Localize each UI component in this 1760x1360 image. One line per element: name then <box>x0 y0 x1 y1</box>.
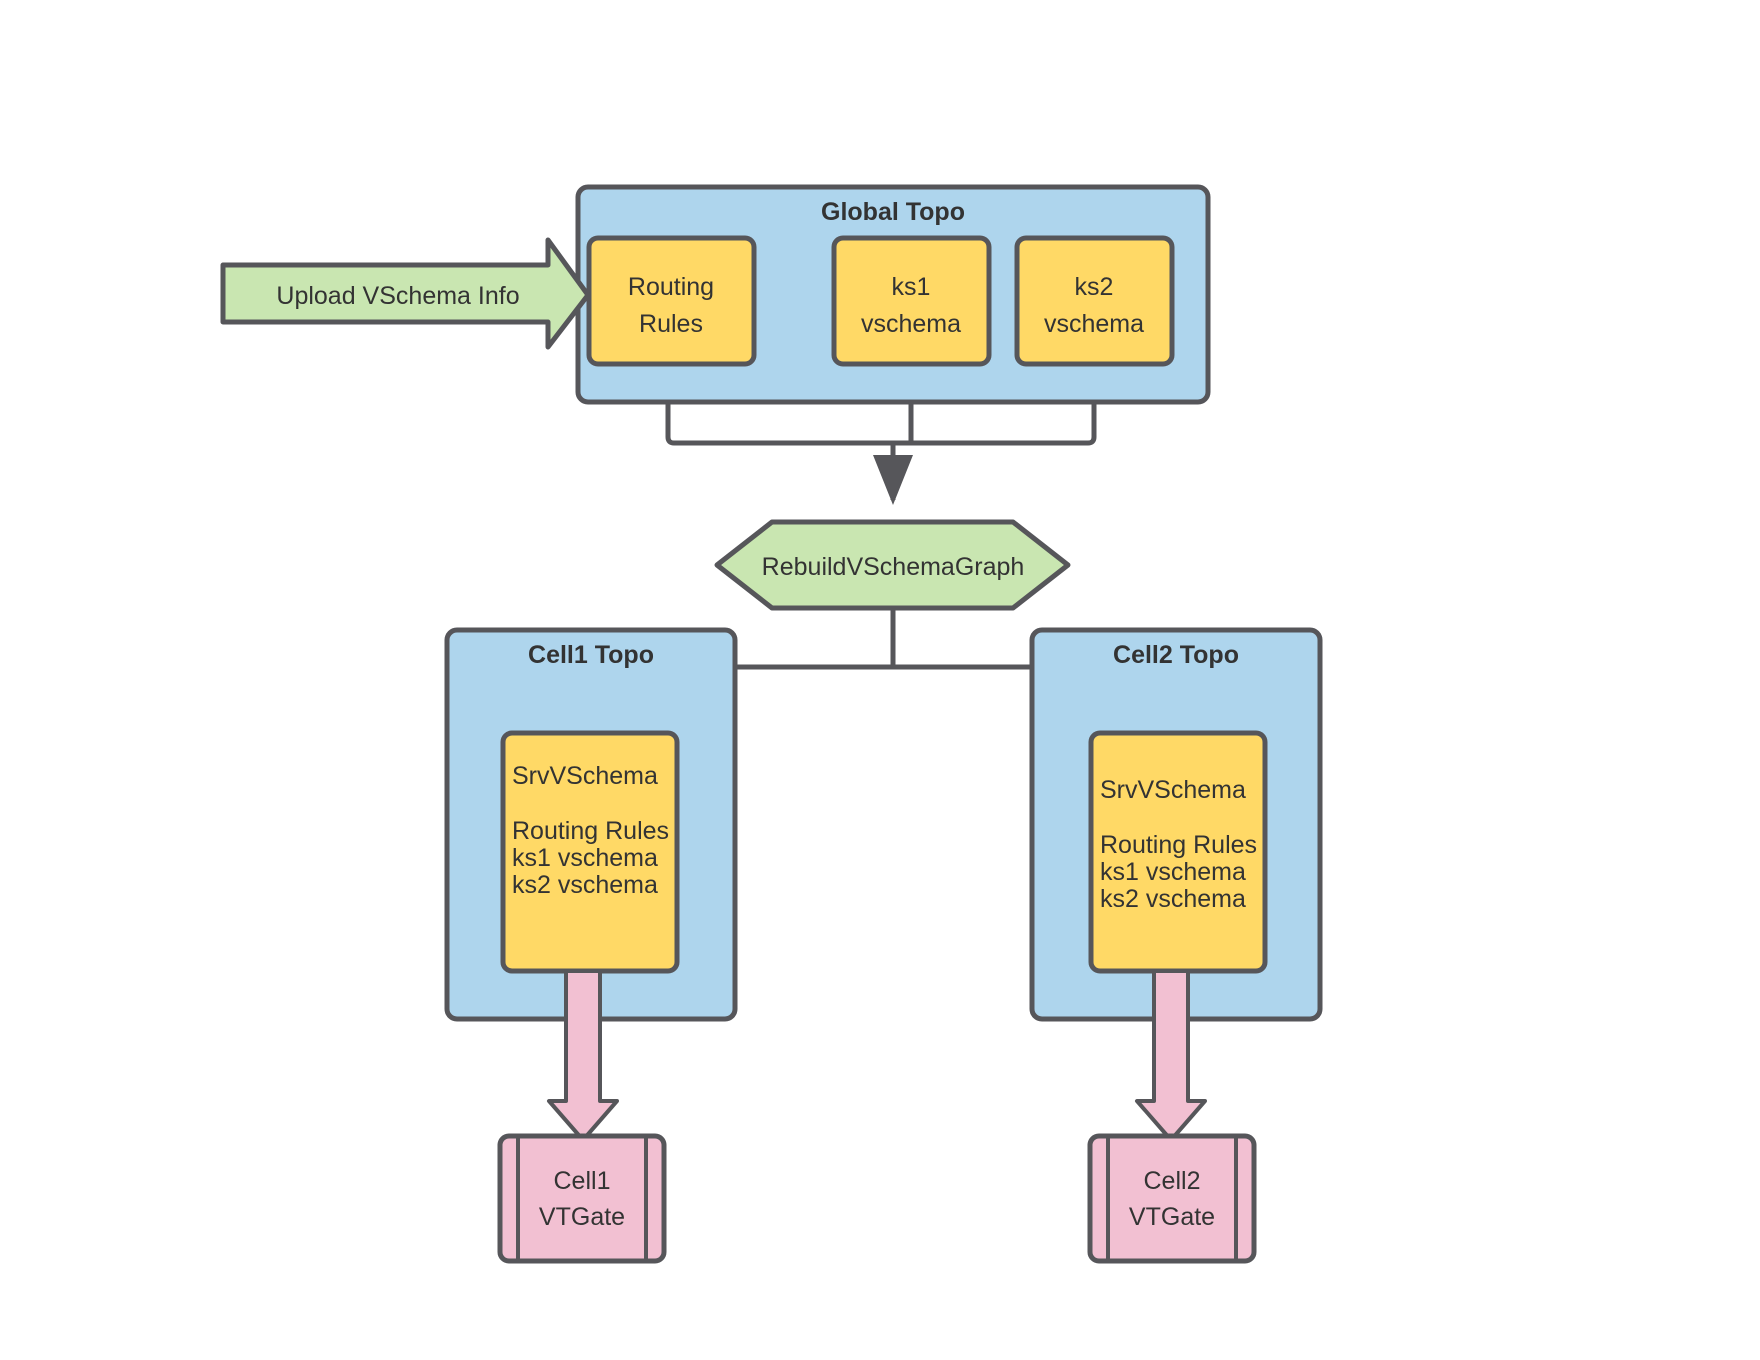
cell2-vtgate-line2: VTGate <box>1129 1203 1215 1231</box>
connector-routing-rules <box>665 362 890 446</box>
cell1-srvvschema-title: SrvVSchema <box>512 762 658 790</box>
ks1-vschema-box[interactable] <box>831 235 992 367</box>
routing-rules-box[interactable] <box>586 235 757 367</box>
ks2-vschema-node[interactable]: ks2 vschema <box>1014 235 1175 367</box>
global-topo-label: Global Topo <box>821 198 965 226</box>
ks2-vschema-line2: vschema <box>1044 310 1144 338</box>
connector-ks2 <box>890 362 1097 446</box>
cell2-vtgate-node[interactable]: Cell2 VTGate <box>1087 1133 1257 1264</box>
upload-arrow-shape[interactable] <box>220 237 591 350</box>
cell1-vtgate-line2: VTGate <box>539 1203 625 1231</box>
cell2-vtgate-line1: Cell2 <box>1144 1167 1201 1195</box>
cell1-srvvschema-line-0: Routing Rules <box>512 817 669 845</box>
upload-vschema-arrow-node[interactable]: Upload VSchema Info <box>220 237 591 350</box>
cell1-srvvschema-node[interactable]: SrvVSchema Routing Rules ks1 vschema ks2… <box>500 730 680 974</box>
ks2-vschema-line1: ks2 <box>1075 273 1114 301</box>
cell1-srv-to-vtgate-arrow <box>547 969 619 1142</box>
cell2-vtgate-box[interactable] <box>1087 1133 1257 1264</box>
cell1-vtgate-box[interactable] <box>497 1133 667 1264</box>
cell1-vtgate-node[interactable]: Cell1 VTGate <box>497 1133 667 1264</box>
rebuild-vschema-graph-node[interactable]: RebuildVSchemaGraph <box>714 519 1071 611</box>
cell2-vtgate-arrow <box>1135 969 1207 1142</box>
rebuild-hexagon-shape[interactable] <box>714 519 1071 611</box>
cell2-srvvschema-line-2: ks2 vschema <box>1100 885 1246 913</box>
upload-arrow-label: Upload VSchema Info <box>276 282 519 310</box>
cell2-srvvschema-title: SrvVSchema <box>1100 776 1246 804</box>
routing-rules-line2: Rules <box>639 310 703 338</box>
cell1-srvvschema-line-1: ks1 vschema <box>512 844 658 872</box>
cell1-vtgate-arrow <box>547 969 619 1142</box>
cell1-vtgate-line1: Cell1 <box>554 1167 611 1195</box>
routing-rules-node[interactable]: Routing Rules <box>586 235 757 367</box>
cell2-srvvschema-node[interactable]: SrvVSchema Routing Rules ks1 vschema ks2… <box>1088 730 1268 974</box>
routing-rules-line1: Routing <box>628 273 714 301</box>
cell2-srvvschema-line-1: ks1 vschema <box>1100 858 1246 886</box>
cell1-srvvschema-line-2: ks2 vschema <box>512 871 658 899</box>
rebuild-label: RebuildVSchemaGraph <box>762 553 1025 581</box>
ks1-vschema-node[interactable]: ks1 vschema <box>831 235 992 367</box>
cell1-topo-label: Cell1 Topo <box>528 641 654 669</box>
cell2-topo-label: Cell2 Topo <box>1113 641 1239 669</box>
ks1-vschema-line1: ks1 <box>892 273 931 301</box>
cell2-srv-to-vtgate-arrow <box>1135 969 1207 1142</box>
cell2-srvvschema-line-0: Routing Rules <box>1100 831 1257 859</box>
ks2-vschema-box[interactable] <box>1014 235 1175 367</box>
ks1-vschema-line2: vschema <box>861 310 961 338</box>
